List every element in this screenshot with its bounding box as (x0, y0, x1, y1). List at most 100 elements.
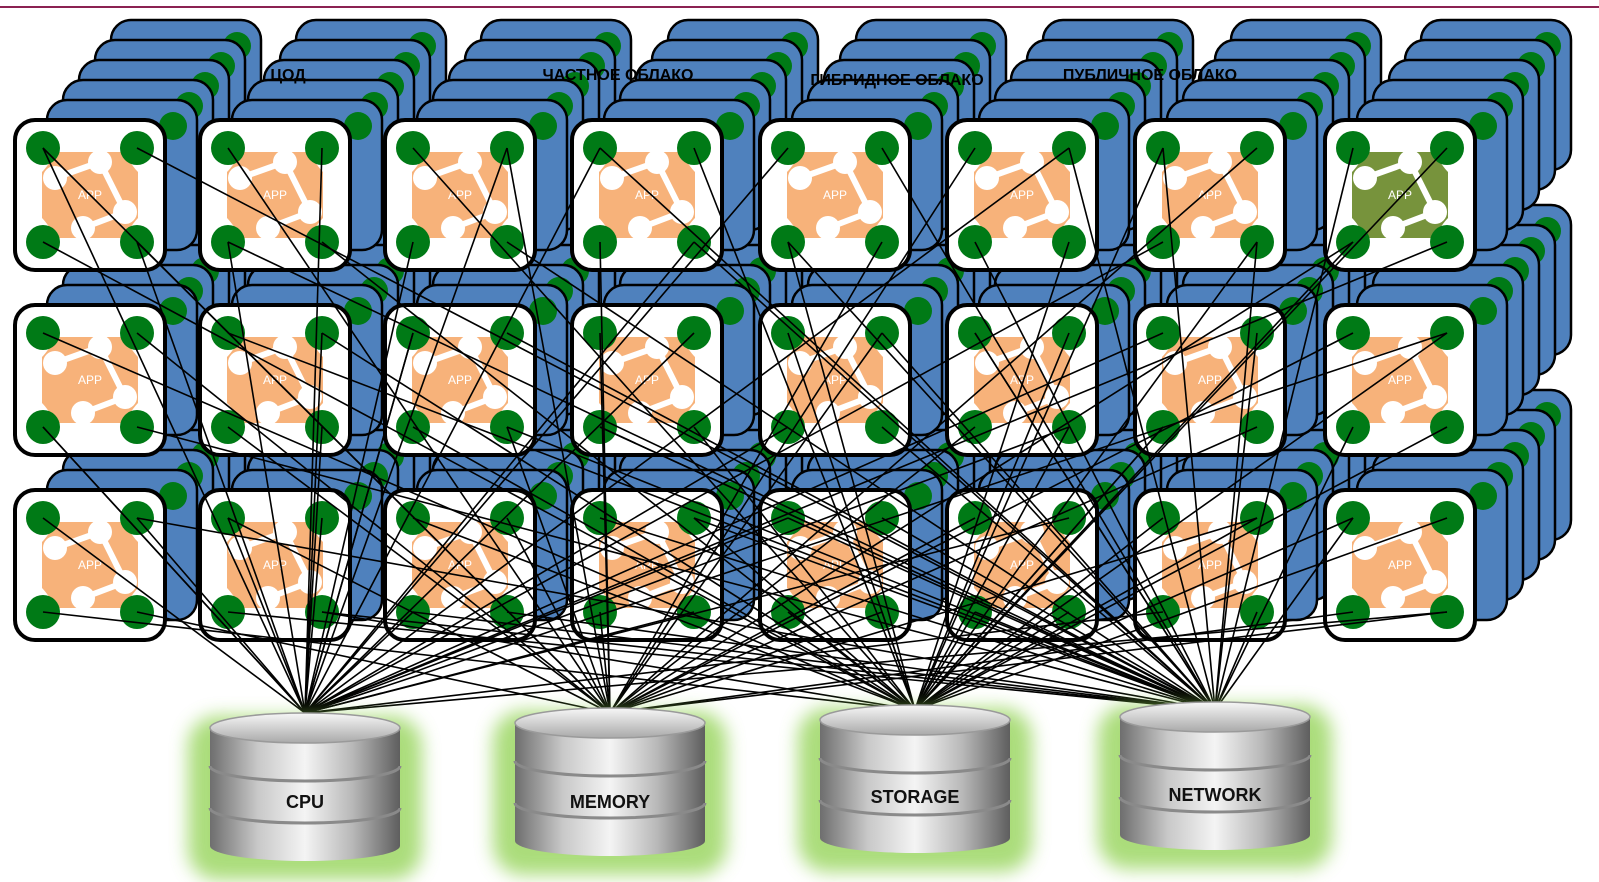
app-connector (238, 343, 315, 416)
app-connector-dot (113, 570, 137, 594)
resource-link (914, 426, 1164, 711)
resource-label: STORAGE (871, 787, 960, 807)
app-connector-dot (71, 216, 95, 240)
app-tile: APP (1133, 488, 1287, 642)
stacked-node (716, 112, 744, 140)
app-tile: APP (383, 118, 537, 272)
resource-link (609, 426, 976, 714)
resource-link (304, 517, 1070, 714)
resource-cylinder: MEMORY (493, 707, 727, 875)
cylinder-top (209, 712, 401, 744)
app-connector (798, 158, 875, 231)
cylinder-base (515, 826, 705, 856)
top-rule (0, 6, 1599, 8)
resource-link (42, 517, 306, 714)
app-tile: APP (945, 303, 1099, 457)
resource-link (136, 332, 611, 714)
stacked-node (716, 482, 744, 510)
cylinder-band (818, 799, 1012, 817)
app-tile: APP (1323, 488, 1477, 642)
app-label: APP (78, 558, 102, 572)
app-connector-dot (1003, 216, 1027, 240)
app-connector-dot (441, 216, 465, 240)
stacked-node (1091, 297, 1119, 325)
resource-link (787, 241, 916, 711)
app-connector-dot (1381, 216, 1405, 240)
resource-link (914, 147, 1164, 711)
resource-link (914, 426, 1448, 711)
cylinder-band (513, 802, 707, 820)
app-connector-dot (1398, 150, 1422, 174)
resource-link (609, 611, 1448, 714)
app-connector-dot (1423, 200, 1447, 224)
resource-link (506, 241, 1216, 711)
app-connector-dot (645, 150, 669, 174)
stacked-node (1469, 482, 1497, 510)
resource-label: NETWORK (1169, 785, 1262, 805)
environment-label: ПУБЛИЧНОЕ ОБЛАКО (1063, 67, 1237, 84)
environment-label: ЦОД (270, 67, 306, 84)
app-label: APP (1388, 558, 1412, 572)
resource-link (321, 332, 916, 711)
resource-link (787, 611, 916, 711)
resource-cylinder: NETWORK (1098, 701, 1332, 869)
cylinder-band (818, 757, 1012, 775)
resource-link (1214, 147, 1354, 711)
environment-label: ГИБРИДНОЕ ОБЛАКО (810, 72, 983, 89)
app-tile: APP (945, 488, 1099, 642)
app-connector (985, 158, 1062, 231)
resource-link (304, 426, 323, 714)
app-connector-dot (1381, 401, 1405, 425)
cylinder-body (515, 723, 705, 841)
app-label: APP (1388, 373, 1412, 387)
app-connector-dot (298, 385, 322, 409)
stacked-node (344, 112, 372, 140)
app-connector (1363, 158, 1440, 231)
resource-link (136, 611, 611, 714)
app-label: APP (823, 188, 847, 202)
resource-link (1214, 517, 1354, 711)
app-connector-dot (975, 166, 999, 190)
resource-link (609, 332, 1354, 714)
app-connector-dot (645, 335, 669, 359)
stacked-node (159, 482, 187, 510)
app-connector-dot (1020, 150, 1044, 174)
stacked-node (1469, 297, 1497, 325)
app-connector-dot (88, 150, 112, 174)
resource-link (914, 332, 1448, 711)
stacked-node (904, 112, 932, 140)
resource-link (304, 517, 789, 714)
resource-link (609, 332, 883, 714)
resource-link (321, 611, 916, 711)
app-connector-dot (858, 385, 882, 409)
app-connector (985, 343, 1062, 416)
resource-link (136, 517, 1216, 711)
app-tile: APP (1133, 118, 1287, 272)
app-connector-dot (1163, 166, 1187, 190)
app-tile: APP (13, 488, 167, 642)
app-tile: APP (13, 303, 167, 457)
app-connector-dot (483, 385, 507, 409)
resource-link (412, 611, 1216, 711)
app-connector-dot (458, 335, 482, 359)
app-tile: APP (1323, 303, 1477, 457)
resource-link (881, 426, 1216, 711)
app-connector-dot (113, 385, 137, 409)
resource-link (974, 332, 1216, 711)
resource-link (227, 426, 611, 714)
cylinder-body (1120, 717, 1310, 835)
resource-label: MEMORY (570, 792, 650, 812)
resource-link (609, 517, 1258, 714)
app-connector-dot (1353, 166, 1377, 190)
resource-link (304, 332, 1164, 714)
resource-link (321, 241, 916, 711)
app-tile: APP (945, 118, 1099, 272)
app-label: APP (1010, 558, 1034, 572)
app-connector-dot (71, 401, 95, 425)
resource-link (609, 611, 1354, 714)
app-connector-dot (816, 216, 840, 240)
resource-link (974, 611, 1216, 711)
resource-link (42, 426, 306, 714)
app-tile: APP (198, 118, 352, 272)
resource-link (304, 332, 1448, 714)
